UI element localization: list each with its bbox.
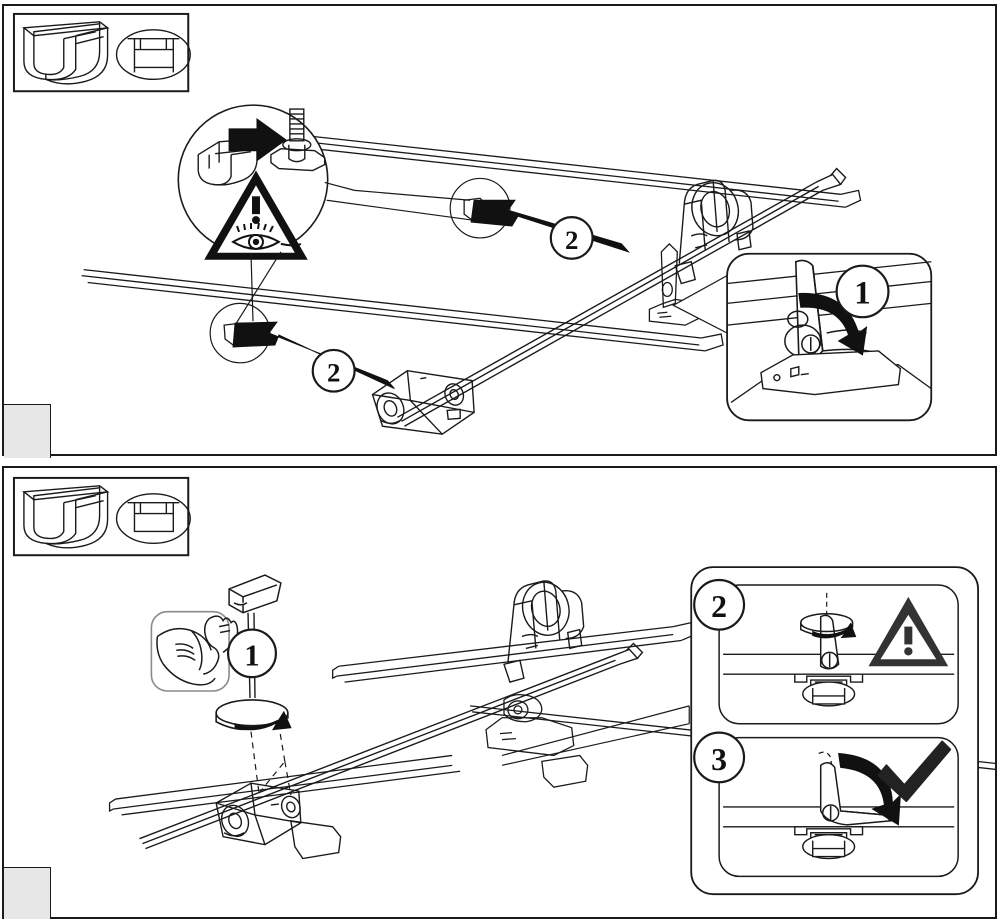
- collar-turn-arrow: [812, 622, 857, 639]
- panel-1-artwork: 2 2: [12, 12, 933, 435]
- left-end-clamp-body: [371, 370, 475, 435]
- step-badge-3-label: 3: [711, 742, 727, 777]
- step-badge-2-upper-label: 2: [565, 225, 578, 255]
- detail-magnifier: [177, 104, 329, 260]
- panel-2-artwork: 1: [12, 476, 995, 896]
- collar-rotation-arrow: [234, 710, 292, 731]
- bar-profile-inset: [12, 476, 191, 557]
- detail-box-step-2: 2: [693, 578, 959, 725]
- instruction-panel-1: 2 2: [2, 4, 997, 458]
- instruction-panel-2: 1: [2, 466, 997, 919]
- assembly-dashed-guides: [250, 725, 292, 796]
- carrier-rail: [139, 642, 644, 850]
- eye-hazard-warning-icon: [204, 170, 308, 260]
- correct-check-icon: [877, 740, 952, 803]
- lever-rotation-arrow: [798, 292, 868, 356]
- lever-detail-box: 1: [672, 252, 933, 422]
- center-clamp-foot: [485, 694, 589, 788]
- bar-profile-inset: [12, 12, 191, 93]
- roof-bar-lower: [81, 269, 724, 352]
- step-badge-3: 3: [693, 731, 746, 784]
- step-badge-2-lower-label: 2: [327, 358, 340, 388]
- step-badge-1-label: 1: [244, 638, 259, 672]
- detail-box-step-3: 3: [693, 731, 959, 878]
- locking-collar-ring: [215, 699, 292, 731]
- page-corner-swatch: [4, 867, 51, 919]
- insert-arrow: [228, 118, 287, 162]
- step-badge-2-label: 2: [711, 589, 727, 624]
- step-badge-2: 2: [693, 578, 746, 631]
- page-corner-swatch: [4, 404, 51, 458]
- roof-bar-front: [108, 754, 461, 816]
- step-badge-1-detail-label: 1: [854, 275, 870, 311]
- roof-bar-rear: [332, 621, 697, 683]
- lever-fold-arrow: [838, 752, 901, 826]
- rear-clamp-foot: [648, 242, 702, 326]
- install-arrow-2-lower: [232, 321, 395, 390]
- step-badge-2-lower: 2: [311, 348, 356, 393]
- step-badge-1: 1: [226, 628, 277, 679]
- magnifier-leader-lines: [234, 181, 473, 326]
- step-badge-2-upper: 2: [549, 216, 594, 260]
- detail-boxes-leader: [501, 705, 690, 766]
- hand-tighten-force-icon: [150, 610, 239, 692]
- wheel-holder-clamp: [503, 580, 585, 683]
- detail-boxes-container: 2: [690, 566, 979, 896]
- left-clamp-body: [215, 782, 342, 860]
- tightening-knob-tool: [228, 574, 282, 698]
- caution-triangle-icon: [868, 596, 949, 667]
- install-arrow-2-upper: [470, 199, 631, 253]
- step-badge-1-detail: 1: [835, 264, 890, 319]
- wheel-holder-clamp: [674, 179, 754, 285]
